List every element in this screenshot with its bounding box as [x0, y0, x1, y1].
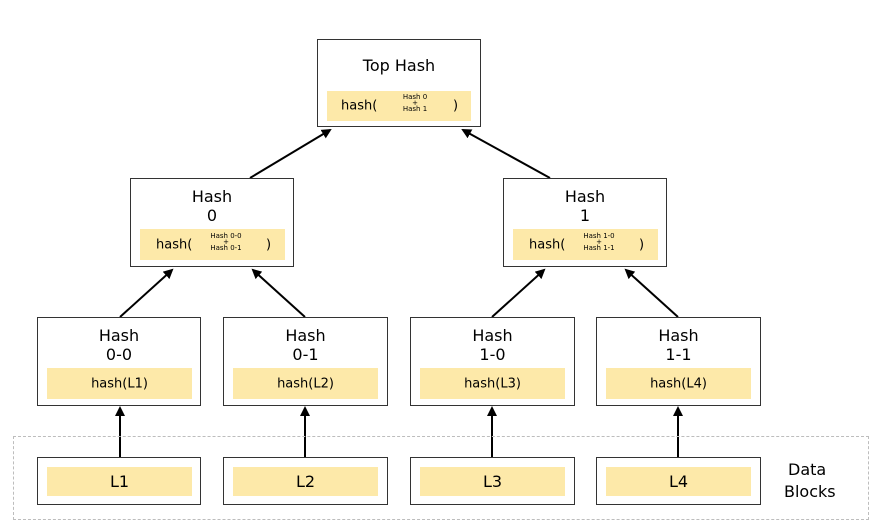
- arrow-h00-to-h0: [119, 268, 174, 318]
- hash-0-title-line1: Hash: [191, 187, 233, 206]
- hash-0-args: Hash 0-0 + Hash 0-1: [204, 232, 248, 252]
- hash-1-0-title-line2: 1-0: [479, 345, 506, 364]
- hash-1-fn: hash(: [529, 237, 566, 252]
- data-block-l1: L1: [37, 457, 201, 505]
- arrow-h10-to-h1: [491, 268, 546, 318]
- arrow-h11-to-h1: [624, 268, 679, 318]
- data-block-l3: L3: [410, 457, 575, 505]
- data-block-l2: L2: [223, 457, 388, 505]
- hash-0-0-title-line2: 0-0: [105, 345, 133, 364]
- data-blocks-label: Data Blocks: [784, 459, 836, 503]
- data-blocks-region: [13, 436, 869, 520]
- hash-0-1-title-line2: 0-1: [292, 345, 319, 364]
- top-hash-close: ): [453, 98, 459, 114]
- hash-0-0-expr: hash(L1): [91, 376, 148, 391]
- hash-0-formula: hash( Hash 0-0 + Hash 0-1 ): [140, 229, 285, 260]
- top-hash-args: Hash 0 + Hash 1: [393, 93, 437, 113]
- hash-1-formula: hash( Hash 1-0 + Hash 1-1 ): [513, 229, 658, 260]
- arrow-h01-to-h0: [251, 268, 306, 318]
- hash-1-1-node: Hash 1-1 hash(L4): [596, 317, 761, 406]
- hash-0-fn: hash(: [156, 237, 193, 252]
- hash-0-close: ): [266, 237, 272, 252]
- hash-1-close: ): [639, 237, 645, 252]
- hash-1-1-title-line1: Hash: [658, 326, 699, 345]
- data-block-l4-label: L4: [606, 467, 751, 496]
- hash-1-args: Hash 1-0 + Hash 1-1: [577, 232, 621, 252]
- hash-0-plus: +: [223, 238, 229, 246]
- data-blocks-label-line2: Blocks: [784, 482, 836, 501]
- data-block-l3-label: L3: [420, 467, 565, 496]
- hash-0-node: Hash 0 hash( Hash 0-0 + Hash 0-1 ): [130, 178, 294, 267]
- hash-1-plus: +: [596, 238, 602, 246]
- hash-1-arg2: Hash 1-1: [583, 244, 615, 252]
- hash-1-title-line2: 1: [579, 206, 591, 225]
- hash-0-arg2: Hash 0-1: [210, 244, 242, 252]
- data-blocks-label-line1: Data: [788, 460, 827, 479]
- hash-1-arg1: Hash 1-0: [583, 232, 615, 240]
- hash-0-1-node: Hash 0-1 hash(L2): [223, 317, 388, 406]
- top-hash-arg2: Hash 1: [402, 105, 428, 113]
- hash-0-0-title-line1: Hash: [98, 326, 140, 345]
- top-hash-fn: hash(: [341, 98, 378, 114]
- data-block-l2-label: L2: [233, 467, 378, 496]
- hash-1-0-title-line1: Hash: [472, 326, 513, 345]
- arrow-h0-to-top: [249, 128, 332, 179]
- hash-1-1-formula: hash(L4): [606, 368, 751, 399]
- data-block-l4: L4: [596, 457, 761, 505]
- hash-0-0-node: Hash 0-0 hash(L1): [37, 317, 201, 406]
- hash-1-1-expr: hash(L4): [650, 376, 707, 391]
- top-hash-node: Top Hash hash( Hash 0 + Hash 1 ): [317, 39, 481, 127]
- hash-0-1-title-line1: Hash: [285, 326, 326, 345]
- hash-1-0-formula: hash(L3): [420, 368, 565, 399]
- arrow-h1-to-top: [461, 129, 551, 179]
- top-hash-arg1: Hash 0: [402, 93, 428, 101]
- hash-1-0-expr: hash(L3): [464, 376, 521, 391]
- data-block-l1-label: L1: [47, 467, 192, 496]
- hash-0-0-formula: hash(L1): [47, 368, 192, 399]
- top-hash-formula: hash( Hash 0 + Hash 1 ): [327, 91, 471, 121]
- hash-1-node: Hash 1 hash( Hash 1-0 + Hash 1-1 ): [503, 178, 667, 267]
- hash-0-arg1: Hash 0-0: [210, 232, 242, 240]
- hash-0-1-expr: hash(L2): [277, 376, 334, 391]
- hash-0-1-formula: hash(L2): [233, 368, 378, 399]
- hash-1-1-title-line2: 1-1: [665, 345, 692, 364]
- hash-0-title-line2: 0: [206, 206, 218, 225]
- top-hash-title: Top Hash: [362, 56, 436, 75]
- top-hash-plus: +: [412, 99, 418, 107]
- hash-1-title-line1: Hash: [564, 187, 606, 206]
- hash-1-0-node: Hash 1-0 hash(L3): [410, 317, 575, 406]
